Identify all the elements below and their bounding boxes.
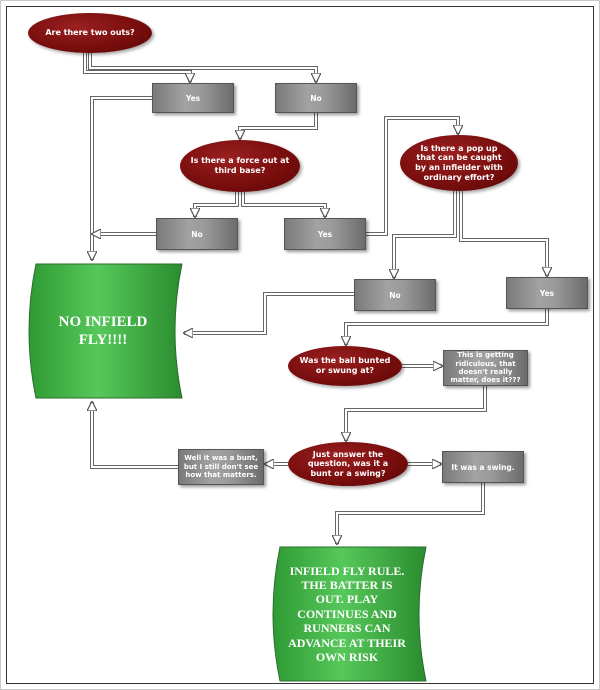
diagram-border [6,6,594,684]
conn-ridiculous-to-ans [346,386,486,441]
conn-force-to-yes [242,192,325,217]
conn-popup-to-no-outline [392,191,457,278]
conn-two-outs-to-no [89,53,316,82]
question-bunted-swung: Was the ball bunted or swung at? [288,346,402,386]
two-outs-no-box: No [275,83,357,113]
two-outs-yes-box: Yes [152,83,234,113]
question-just-answer: Just answer the question, was it a bunt … [288,442,408,486]
conn-force-yes-to-popup [366,117,458,235]
conn-force-to-no [195,192,238,217]
conn-swing-to-rule [337,483,484,544]
conn-popup-to-yes [460,191,547,276]
force-out-yes-box: Yes [284,218,366,250]
conn-popup-to-no [394,191,456,278]
conn-popup-yes-to-bunt-outline [344,309,549,345]
conn-ridiculous-to-ans-outline [344,386,487,441]
conn-popup-no-to-nif-outline [184,292,354,335]
pop-up-no-box: No [354,279,436,311]
conn-no-to-force [240,113,317,139]
conn-popup-no-to-nif [184,293,354,333]
question-pop-up: Is there a pop up that can be caught by … [400,135,518,191]
no-infield-fly-label: NO INFIELD FLY!!!! [58,314,148,348]
no-infield-fly-terminal: NO INFIELD FLY!!!! [22,262,184,400]
question-two-outs: Are there two outs? [28,13,152,53]
conn-two-outs-to-yes [84,53,190,82]
conn-popup-to-yes-outline [459,191,549,276]
pop-up-yes-box: Yes [506,277,588,309]
infield-fly-rule-label: INFIELD FLY RULE. THE BATTER IS OUT. PLA… [288,563,406,664]
terminal-shape [28,263,183,399]
force-out-no-box: No [156,218,238,250]
conn-no-to-force-outline [238,113,318,139]
terminal-shape [272,546,427,682]
ridiculous-box: This is getting ridiculous, that doesn't… [443,350,528,386]
conn-bunt-to-nif-outline [90,402,178,469]
infield-fly-rule-terminal: INFIELD FLY RULE. THE BATTER IS OUT. PLA… [266,545,428,683]
question-force-out: Is there a force out at third base? [180,140,300,192]
conn-yes-to-no-infield [92,97,152,260]
conn-popup-yes-to-bunt [346,309,548,345]
was-swing-box: It was a swing. [442,451,524,483]
was-bunt-box: Well it was a bunt, but I still don't se… [178,449,264,485]
conn-bunt-to-nif [92,402,178,468]
